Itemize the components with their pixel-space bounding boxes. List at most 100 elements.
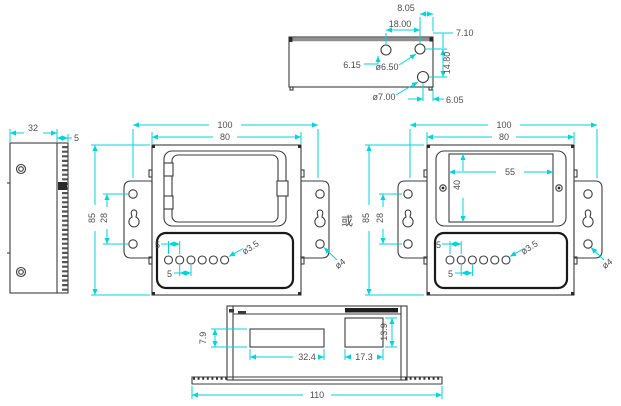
dim-fb-pitch-bottom: 5 xyxy=(448,265,473,279)
connector-bar xyxy=(345,308,398,313)
dim-label: 100 xyxy=(496,120,511,130)
dim-fa-flange-hole: ø4 xyxy=(323,247,347,271)
top-view: 8.05 18.00 7.10 14.80 6.15 ø6.50 ø xyxy=(288,3,474,105)
label-panel xyxy=(433,231,569,290)
keyhole-slot xyxy=(314,209,326,228)
dim-fb-flange-pitch: 28 xyxy=(375,193,402,245)
body-outline xyxy=(426,144,575,296)
small-part xyxy=(238,311,246,314)
dim-fa-flange-pitch: 28 xyxy=(99,193,128,245)
dim-label: 7.10 xyxy=(456,28,474,38)
dim-side-lid: 5 xyxy=(57,133,79,143)
dim-label: 14.80 xyxy=(442,52,452,75)
led-hole xyxy=(208,255,218,265)
side-tab xyxy=(573,256,578,265)
dim-label: 13.9 xyxy=(379,323,389,341)
flange-hole xyxy=(583,239,593,249)
dim-top-hole-pitch: 18.00 xyxy=(385,19,420,45)
side-tab xyxy=(300,169,305,178)
dim-bottom-overall-width: 110 xyxy=(191,386,443,400)
bezel-screw xyxy=(555,184,563,192)
flange-hole xyxy=(128,239,138,249)
dim-label: 5 xyxy=(155,240,160,250)
dim-top-row-pitch: 14.80 xyxy=(426,48,452,78)
dim-label: 55 xyxy=(505,167,515,177)
dim-bottom-slot-height: 7.9 xyxy=(198,328,247,348)
flange-hole xyxy=(403,239,413,249)
front-view-b: 100 80 85 28 55 xyxy=(361,120,614,296)
dim-label: 85 xyxy=(87,213,97,223)
cable-hole xyxy=(416,70,430,84)
bezel-tab xyxy=(276,180,289,197)
dim-fa-inner-width: 80 xyxy=(151,132,302,144)
led-hole xyxy=(467,255,477,265)
side-tab xyxy=(423,169,428,178)
dim-fa-height: 85 xyxy=(87,144,150,296)
display-window xyxy=(163,150,287,227)
label-panel xyxy=(155,231,295,290)
tab xyxy=(289,86,294,91)
antenna-hole xyxy=(414,43,426,55)
bezel-notch xyxy=(163,162,174,177)
corner-mark xyxy=(429,37,433,42)
keyhole-slot xyxy=(402,209,414,228)
keyhole-slot xyxy=(128,209,140,228)
dim-label: 6.05 xyxy=(446,95,464,105)
dim-label: 100 xyxy=(217,120,232,130)
dim-fa-pitch-top: 5 xyxy=(155,240,181,254)
bottom-view: 7.9 32.4 17.3 13.9 110 xyxy=(191,305,443,400)
bezel-screw xyxy=(439,184,447,192)
dim-top-bottom-edge: 6.05 xyxy=(408,83,464,105)
led-hole xyxy=(197,255,207,265)
dim-top-small-hole: ø6.50 xyxy=(375,53,417,72)
bottom-body-outline xyxy=(226,305,408,381)
dim-label: 5 xyxy=(436,240,441,250)
flange-hole xyxy=(128,189,138,199)
dim-label: 6.15 xyxy=(343,60,361,70)
bezel-notch xyxy=(163,195,174,210)
screw-hole xyxy=(15,163,27,175)
led-hole xyxy=(220,255,230,265)
dim-label: 17.3 xyxy=(355,352,373,362)
side-tab xyxy=(300,256,305,265)
terminal-slot xyxy=(249,328,325,348)
tab xyxy=(428,86,433,91)
or-label: 或 xyxy=(341,214,353,228)
dim-fb-inner-width: 80 xyxy=(426,132,575,144)
dim-label: 5 xyxy=(167,269,172,279)
dim-bottom-cutout-height: 13.9 xyxy=(379,317,397,348)
dim-top-left-hole: 6.15 xyxy=(343,56,381,70)
dim-label: 80 xyxy=(499,132,509,142)
keyhole-slot xyxy=(582,209,594,228)
side-tab xyxy=(148,256,153,265)
dim-side-depth: 32 xyxy=(9,123,58,142)
display-window xyxy=(435,150,567,227)
display-bezel xyxy=(171,154,279,223)
dim-label: ø7.00 xyxy=(372,92,395,102)
dim-label: 5 xyxy=(448,269,453,279)
side-tab xyxy=(423,256,428,265)
dim-label: 8.05 xyxy=(397,3,415,13)
led-hole xyxy=(479,255,489,265)
dim-fb-window-width: 55 xyxy=(449,167,553,177)
flange-hole xyxy=(315,189,325,199)
dim-bottom-slot-width: 32.4 xyxy=(249,349,325,362)
dim-fb-flange-hole: ø4 xyxy=(590,247,614,271)
dim-fb-width: 100 xyxy=(409,120,598,178)
dim-label: 40 xyxy=(452,180,462,190)
led-hole xyxy=(186,255,196,265)
dim-label: 85 xyxy=(361,213,371,223)
dim-fb-pitch-top: 5 xyxy=(436,240,462,254)
bezel-screw-dot xyxy=(441,186,445,190)
corner-mark xyxy=(289,37,293,42)
body-outline xyxy=(151,144,302,296)
dim-label: 28 xyxy=(99,213,109,223)
led-hole xyxy=(456,255,466,265)
side-tab xyxy=(573,169,578,178)
dim-label: 28 xyxy=(375,213,385,223)
connector-cutout xyxy=(344,317,384,348)
dim-bottom-cutout-width: 17.3 xyxy=(344,349,384,362)
dim-fb-height: 85 xyxy=(361,144,424,296)
